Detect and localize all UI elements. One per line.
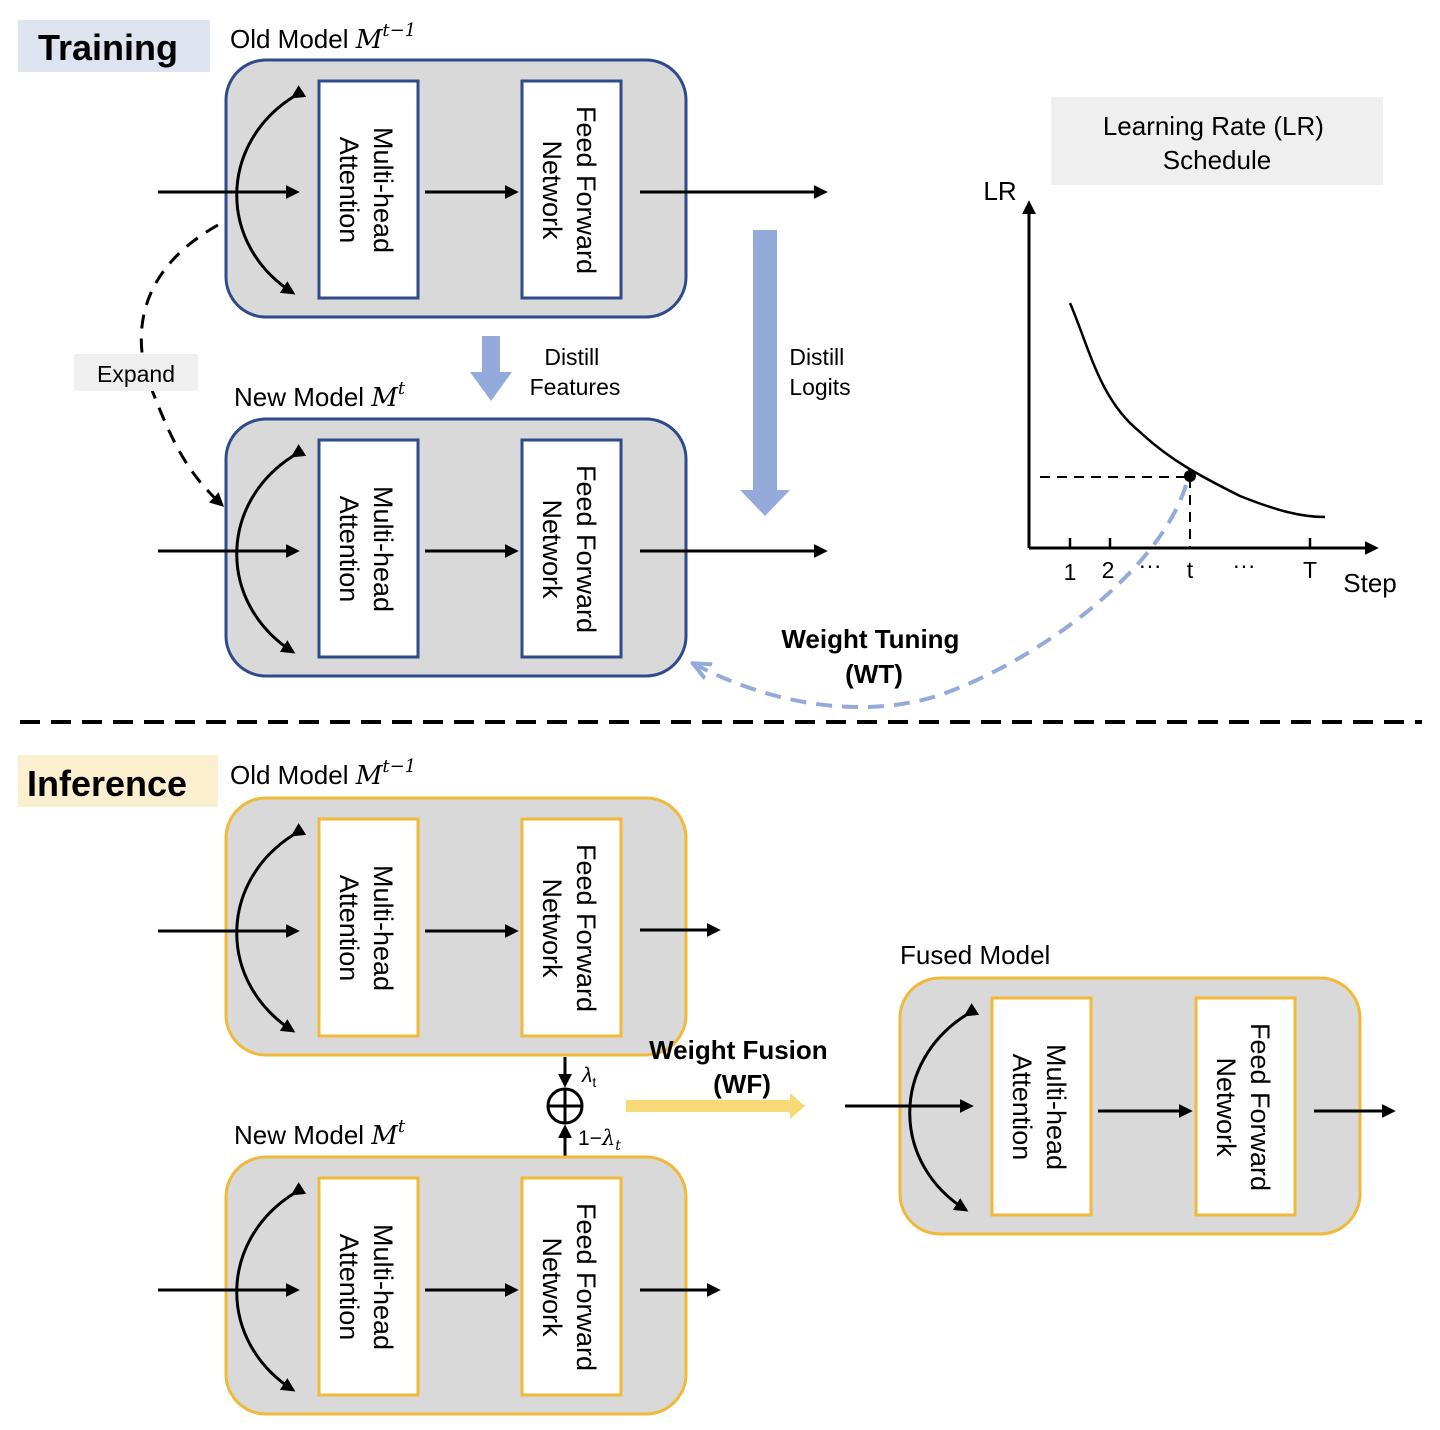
residual-arc (235, 823, 307, 1033)
attention-label: Multi-headAttention (334, 127, 398, 253)
attention-block (317, 817, 420, 1038)
ffn-block (520, 79, 623, 300)
inference-tag: Inference (27, 763, 187, 804)
attention-block (990, 996, 1093, 1217)
new-model-label-training: New Model Mt (234, 378, 406, 413)
distill-features-arrow (470, 336, 512, 401)
ffn-label: Feed ForwardNetwork (537, 1203, 601, 1371)
inference-section: Inference Old Model Mt−1 Multi-headAtten… (18, 755, 1396, 1416)
attention-block (317, 438, 420, 659)
ffn-block (520, 1176, 623, 1397)
training-tag-background (18, 20, 210, 72)
lr-title: Learning Rate (LR) Schedule (1103, 111, 1331, 175)
attention-block (317, 1176, 420, 1397)
old-model-inference: Multi-headAttention Feed ForwardNetwork (158, 796, 721, 1057)
expand-label-background (74, 354, 198, 391)
ffn-label: Feed ForwardNetwork (1211, 1023, 1275, 1191)
ffn-label: Feed ForwardNetwork (537, 465, 601, 633)
ffn-block (1194, 996, 1297, 1217)
residual-arc (235, 1182, 307, 1392)
lr-tick-label-t: t (1187, 557, 1194, 583)
attention-block (317, 79, 420, 300)
lr-curve (1068, 302, 1326, 519)
lr-tick-label-1: 1 (1064, 559, 1077, 585)
fused-model-label: Fused Model (900, 940, 1050, 970)
residual-arc (235, 444, 307, 654)
expand-arrow (139, 223, 225, 507)
ffn-label: Feed ForwardNetwork (537, 844, 601, 1012)
new-model-inference: Multi-headAttention Feed ForwardNetwork (158, 1155, 721, 1416)
fusion-operator: λt 1−λt (546, 1057, 621, 1157)
weight-tuning-label: Weight Tuning (WT) (781, 624, 966, 689)
training-section: Training Old Model Mt−1 Multi-headAttent… (18, 20, 1397, 710)
residual-arc (235, 85, 307, 295)
lr-tick-label-dots-1: ··· (1139, 552, 1162, 578)
attention-label: Multi-headAttention (334, 486, 398, 612)
ffn-block (520, 438, 623, 659)
attention-label: Multi-headAttention (1007, 1044, 1071, 1170)
old-model-label-training: Old Model Mt−1 (230, 20, 416, 55)
old-model-training: Multi-headAttention Feed ForwardNetwork (158, 58, 828, 319)
weight-fusion-arrow (626, 1093, 805, 1119)
lr-tick-label-T: T (1303, 557, 1317, 583)
weight-fusion-label: Weight Fusion (WF) (649, 1035, 835, 1099)
lr-tick-label-dots-2: ··· (1233, 552, 1256, 578)
inference-tag-background (18, 755, 218, 807)
ffn-block (520, 817, 623, 1038)
fused-model: Multi-headAttention Feed ForwardNetwork (845, 976, 1396, 1236)
residual-arc (908, 1003, 980, 1212)
attention-label: Multi-headAttention (334, 865, 398, 991)
lambda-label: λt (581, 1064, 596, 1090)
lr-x-axis-label: Step (1343, 568, 1397, 598)
old-model-label-inference: Old Model Mt−1 (230, 756, 416, 791)
distill-features-label: Distill Features (530, 344, 621, 400)
lr-y-axis-label: LR (983, 176, 1016, 206)
lr-point-t (1184, 470, 1196, 482)
new-model-training: Multi-headAttention Feed ForwardNetwork (158, 417, 828, 678)
lr-tick-label-2: 2 (1102, 557, 1115, 583)
distill-logits-arrow (740, 230, 790, 516)
attention-label: Multi-headAttention (334, 1224, 398, 1350)
expand-label: Expand (97, 361, 175, 387)
new-model-label-inference: New Model Mt (234, 1116, 406, 1151)
distill-logits-label: Distill Logits (789, 344, 850, 400)
ffn-label: Feed ForwardNetwork (537, 106, 601, 274)
training-tag: Training (38, 27, 178, 68)
lr-schedule: Learning Rate (LR) Schedule LR Step 1 2 … (983, 97, 1397, 598)
lr-title-background (1051, 97, 1383, 185)
weight-tuning-arrow (698, 484, 1188, 710)
one-minus-lambda-label: 1−λt (578, 1126, 621, 1154)
